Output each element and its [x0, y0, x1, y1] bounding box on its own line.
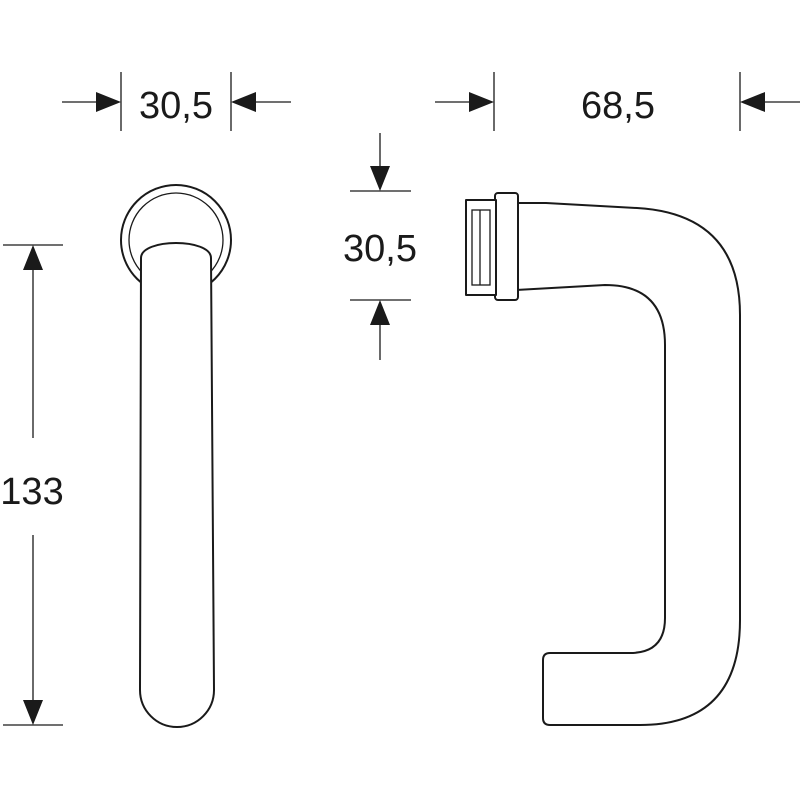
dimension-label: 68,5	[581, 85, 655, 127]
arrowhead	[23, 245, 43, 270]
dimension-left-length: 133	[0, 244, 64, 726]
side-rose-collar	[494, 192, 519, 301]
dimension-top-right: 68,5	[435, 72, 800, 131]
arrowhead	[23, 700, 43, 725]
dimension-label: 30,5	[343, 228, 417, 270]
arrowhead	[370, 300, 390, 325]
dimension-top-left: 30,5	[62, 72, 291, 131]
dimension-label: 30,5	[139, 85, 213, 127]
arrowhead	[231, 92, 256, 112]
arrowhead	[469, 92, 494, 112]
front-view	[120, 184, 232, 728]
arrowhead	[96, 92, 121, 112]
side-spindle-detail	[471, 209, 491, 286]
front-grip	[139, 242, 215, 728]
side-view	[465, 192, 741, 726]
dimension-label: 133	[0, 471, 63, 513]
arrowhead	[740, 92, 765, 112]
dimension-side-rose: 30,5	[343, 133, 417, 360]
side-spindle-insert	[465, 199, 497, 296]
arrowhead	[370, 166, 390, 191]
side-lever-body	[515, 202, 741, 726]
